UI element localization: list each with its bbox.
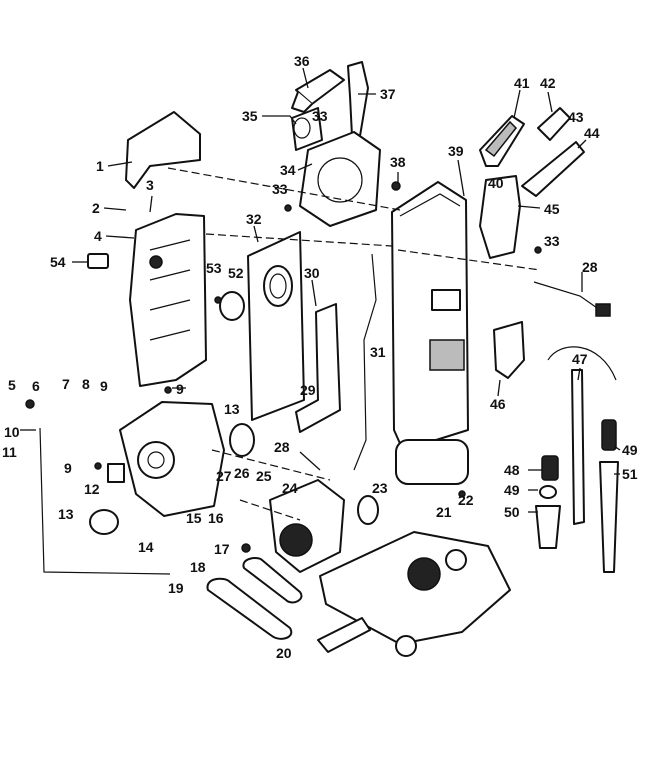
callout-51: 51 <box>622 466 638 482</box>
part-32-bag <box>247 231 305 421</box>
callout-4: 4 <box>94 228 102 244</box>
callout-25: 25 <box>256 468 272 484</box>
parts-line-art <box>25 61 619 657</box>
callout-44: 44 <box>584 125 600 141</box>
part-49-ring <box>539 485 557 499</box>
part-47-wand <box>571 369 585 525</box>
part-49-spring <box>601 419 617 451</box>
callout-26: 26 <box>234 465 250 481</box>
callout-49: 49 <box>504 482 520 498</box>
callout-11: 11 <box>2 444 17 460</box>
callout-28: 28 <box>274 439 290 455</box>
callout-38: 38 <box>390 154 406 170</box>
callout-33: 33 <box>544 233 560 249</box>
part-19-belt <box>206 577 293 640</box>
callout-45: 45 <box>544 201 560 217</box>
callout-labels: 36 37 35 33 41 42 43 44 1 3 34 38 39 40 … <box>2 53 638 661</box>
callout-19: 19 <box>168 580 184 596</box>
callout-42: 42 <box>540 75 556 91</box>
part-42-handle-tube <box>537 107 571 141</box>
callout-46: 46 <box>490 396 506 412</box>
callout-1: 1 <box>96 158 104 174</box>
part-39-body-housing <box>391 181 469 449</box>
callout-54: 54 <box>50 254 66 270</box>
part-36-connector <box>295 69 345 105</box>
part-13-gasket-b <box>89 509 119 535</box>
part-51-extension-tube <box>599 461 619 573</box>
callout-9: 9 <box>100 378 108 394</box>
callout-47: 47 <box>572 351 588 367</box>
callout-21: 21 <box>436 504 452 520</box>
callout-13: 13 <box>58 506 74 522</box>
part-11-rod <box>39 427 171 575</box>
callout-8: 8 <box>82 376 90 392</box>
callout-23: 23 <box>372 480 388 496</box>
callout-39: 39 <box>448 143 464 159</box>
part-43-handle-release <box>521 141 585 197</box>
callout-28: 28 <box>582 259 598 275</box>
callout-49: 49 <box>622 442 638 458</box>
part-31-wire <box>353 253 377 471</box>
part-52-gasket <box>219 291 245 321</box>
callout-3: 3 <box>146 177 154 193</box>
part-28-power-cord <box>533 281 601 311</box>
callout-34: 34 <box>280 162 296 178</box>
callout-2: 2 <box>92 200 100 216</box>
callout-30: 30 <box>304 265 320 281</box>
callout-29: 29 <box>300 382 316 398</box>
part-54-latch <box>87 253 109 269</box>
callout-5: 5 <box>8 377 16 393</box>
part-13-gasket-a <box>229 423 255 457</box>
part-50-dusting-tool <box>535 505 561 549</box>
callout-9: 9 <box>176 381 184 397</box>
callout-17: 17 <box>214 541 230 557</box>
callout-43: 43 <box>568 109 584 125</box>
part-34-hood <box>299 131 381 227</box>
leader-lines <box>20 67 621 513</box>
callout-41: 41 <box>514 75 530 91</box>
part-4-front-panel <box>129 213 207 387</box>
callout-33: 33 <box>272 181 288 197</box>
part-1-cover <box>125 111 201 189</box>
callout-52: 52 <box>228 265 244 281</box>
callout-36: 36 <box>294 53 310 69</box>
part-23-ring <box>357 495 379 525</box>
part-29-bag-holder <box>295 303 341 433</box>
callout-31: 31 <box>370 344 386 360</box>
callout-37: 37 <box>380 86 396 102</box>
screws <box>25 181 542 553</box>
callout-18: 18 <box>190 559 206 575</box>
callout-50: 50 <box>504 504 520 520</box>
callout-15: 15 <box>186 510 202 526</box>
callout-6: 6 <box>32 378 40 394</box>
callout-14: 14 <box>138 539 154 555</box>
callout-48: 48 <box>504 462 520 478</box>
part-12-bracket <box>107 463 125 483</box>
callout-16: 16 <box>208 510 224 526</box>
callout-32: 32 <box>246 211 262 227</box>
callout-33: 33 <box>312 108 328 124</box>
callout-35: 35 <box>242 108 258 124</box>
part-20-brush-roll <box>317 617 371 653</box>
part-48-brush <box>541 455 559 481</box>
part-46-cord-clip <box>493 321 525 379</box>
part-45-handle-mount <box>479 175 521 259</box>
part-37-crevice-tool <box>347 61 369 137</box>
callout-53: 53 <box>206 260 222 276</box>
callout-24: 24 <box>282 480 298 496</box>
part-18-belt <box>242 557 303 604</box>
callout-40: 40 <box>488 175 504 191</box>
callout-27: 27 <box>216 468 232 484</box>
callout-10: 10 <box>4 424 20 440</box>
callout-13: 13 <box>224 401 240 417</box>
callout-22: 22 <box>458 492 474 508</box>
callout-7: 7 <box>62 376 70 392</box>
callout-12: 12 <box>84 481 100 497</box>
callout-20: 20 <box>276 645 292 661</box>
callout-9: 9 <box>64 460 72 476</box>
